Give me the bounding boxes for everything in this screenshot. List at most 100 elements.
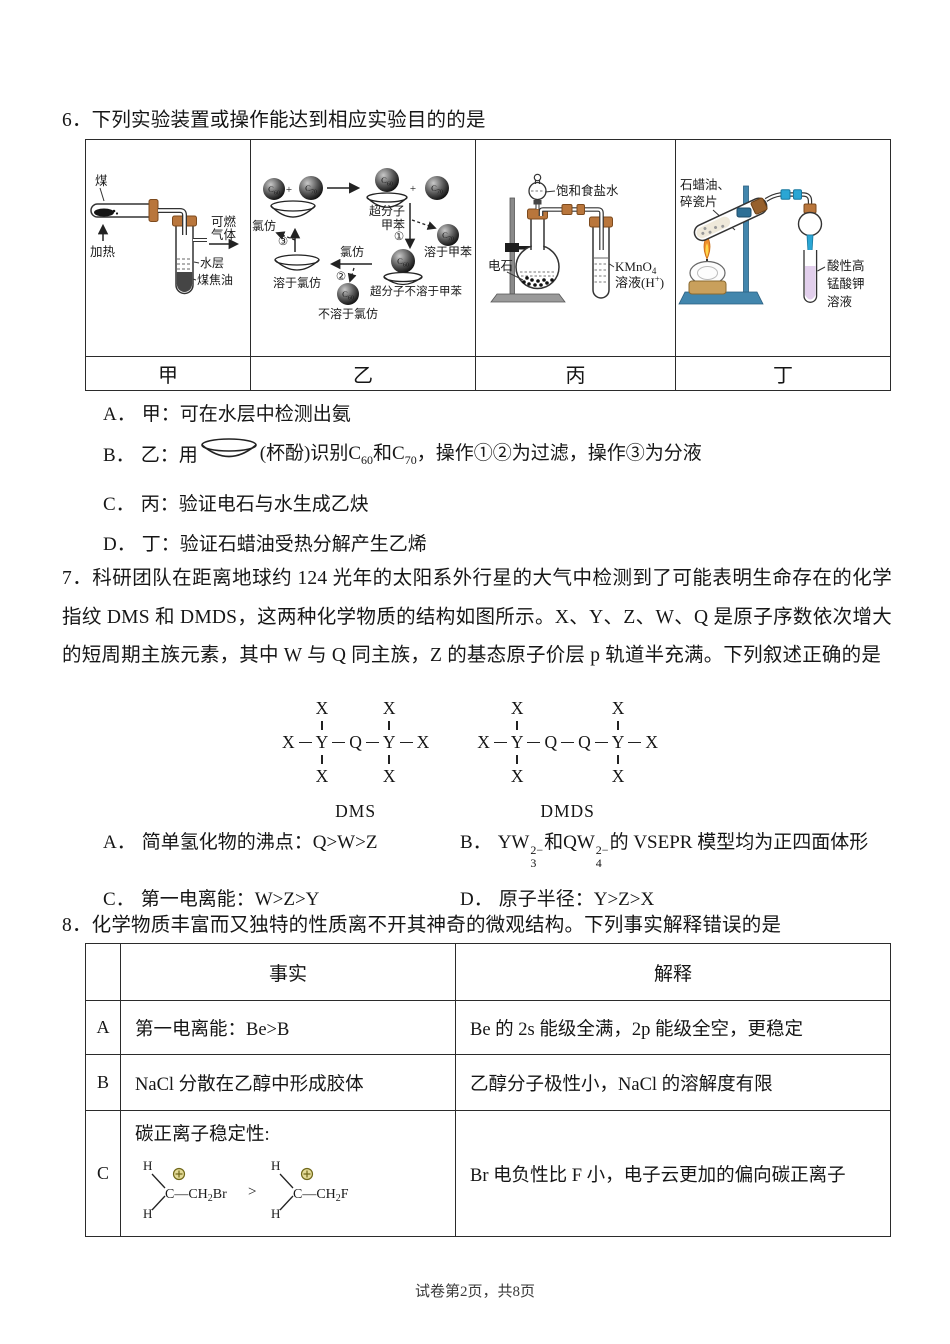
q8-header-row: 事实 解释: [85, 943, 891, 1001]
c60-insoluble-sphere: C60: [337, 283, 359, 305]
explain-cell: Br 电负性比 F 小，电子云更加的偏向碳正离子: [455, 1110, 891, 1237]
evaporating-dish-icon: [200, 438, 257, 458]
svg-text:C60: C60: [381, 175, 393, 188]
carbocation-comparison: H H C—CH2Br > H H: [143, 1158, 349, 1221]
q6-option-a: A． 甲：可在水层中检测出氨: [103, 404, 351, 425]
question-8-stem: 8．化学物质丰富而又独特的性质离不开其神奇的微观结构。下列事实解释错误的是: [62, 915, 782, 936]
svg-text:C70: C70: [431, 183, 443, 196]
svg-text:C60: C60: [268, 184, 280, 197]
gas-label-2: 气体: [211, 227, 237, 242]
supramolecule-label: 超分子: [369, 203, 405, 218]
round-bottom-flask: [514, 218, 560, 290]
c60-sphere: C60: [263, 178, 285, 200]
stopper: [148, 199, 158, 222]
toluene-label: 甲苯: [381, 218, 405, 232]
svg-text:C60: C60: [397, 256, 409, 269]
alcohol-lamp: [688, 235, 726, 295]
greater-than: >: [248, 1184, 256, 1200]
carbocation-f: H H C—CH2F: [271, 1158, 349, 1221]
chloroform-label-2: 氯仿: [252, 219, 276, 233]
dms-label: DMS: [335, 801, 377, 821]
q7-option-c: C．第一电离能：W>Z>Y: [103, 889, 320, 911]
kmno4-label: KMnO4: [615, 259, 657, 276]
question-6-stem: 6．下列实验装置或操作能达到相应实验目的的是: [62, 110, 486, 131]
fact-cell: 第一电离能：Be>B: [120, 1000, 456, 1055]
brine-label: 饱和食盐水: [556, 183, 619, 198]
c60-insoluble-on-dish: C60: [383, 249, 423, 286]
dropping-funnel: [527, 173, 547, 209]
stopper: [750, 197, 768, 215]
c60-sphere-on-dish: C60: [366, 168, 408, 208]
row-key: C: [85, 1110, 121, 1237]
plus-sign: +: [286, 184, 292, 196]
explain-cell: 乙醇分子极性小，NaCl 的溶解度有限: [455, 1054, 891, 1111]
gas-label-1: 可燃: [211, 214, 237, 229]
dashed-arrow-1: [411, 219, 437, 230]
apparatus-label-row: 甲 乙 丙 丁: [85, 356, 891, 391]
row-key: B: [85, 1054, 121, 1111]
apparatus-yi-cell: C60 + C70 C60 + C70 超分子: [250, 139, 476, 357]
tube-connector: [792, 189, 802, 200]
bulb: [797, 211, 822, 237]
iron-stand-blue: [677, 185, 764, 305]
q8-row-a: A 第一电离能：Be>B Be 的 2s 能级全满，2p 能级全空，更稳定: [85, 1000, 891, 1055]
svg-text:H: H: [143, 1206, 152, 1221]
svg-text:C—CH2F: C—CH2F: [293, 1187, 349, 1204]
coal-label: 煤: [95, 174, 108, 188]
q6-option-c: C． 丙：验证电石与水生成乙炔: [103, 494, 369, 515]
collecting-test-tube: [802, 250, 817, 303]
apparatus-jia-diagram: 煤 加热: [90, 174, 239, 295]
q7-option-d: D．原子半径：Y>Z>X: [460, 889, 655, 911]
insoluble-chloroform-label: 不溶于氯仿: [318, 306, 378, 321]
q8-row-b: B NaCl 分散在乙醇中形成胶体 乙醇分子极性小，NaCl 的溶解度有限: [85, 1054, 891, 1111]
apparatus-ding-cell: 石蜡油、 碎瓷片: [675, 139, 891, 357]
apparatus-table: 煤 加热: [85, 139, 891, 391]
delivery-tube: [538, 204, 604, 250]
apparatus-ding-label: 丁: [675, 356, 891, 391]
fact-explain-table: 事实 解释 A 第一电离能：Be>B Be 的 2s 能级全满，2p 能级全空，…: [85, 943, 891, 1237]
svg-text:H: H: [271, 1206, 280, 1221]
evaporating-dish-2: [274, 254, 320, 271]
paraffin-label-1: 石蜡油、: [680, 178, 730, 192]
q6-option-d: D． 丁：验证石蜡油受热分解产生乙烯: [103, 534, 427, 555]
kmno4-acid-label-1: 酸性高: [827, 258, 865, 273]
plus-charge-icon: [172, 1167, 186, 1181]
evaporating-dish: [270, 200, 316, 218]
fact-header: 事实: [120, 943, 456, 1001]
c70-sphere: C70: [425, 176, 449, 200]
iron-stand: [489, 197, 566, 303]
rubber-connector: [561, 204, 572, 215]
fact-cell: NaCl 分散在乙醇中形成胶体: [120, 1054, 456, 1111]
tube-tip: [806, 234, 813, 253]
apparatus-ding-diagram: 石蜡油、 碎瓷片: [677, 178, 865, 309]
apparatus-bing-cell: 饱和食盐水: [475, 139, 676, 357]
q7-option-a: A．简单氢化物的沸点：Q>W>Z: [103, 832, 378, 853]
lamp-base: [688, 280, 726, 295]
page-footer: 试卷第2页，共8页: [414, 1284, 535, 1300]
rubber-connector: [576, 204, 585, 215]
step-3-label: ③: [278, 236, 288, 248]
apparatus-jia-cell: 煤 加热: [85, 139, 251, 357]
apparatus-yi-diagram: C60 + C70 C60 + C70 超分子: [252, 168, 472, 321]
kmno4-solution-label: 溶液(H+): [615, 274, 664, 290]
question-7-stem: 7．科研团队在距离地球约 124 光年的太阳系外行星的大气中检测到了可能表明生命…: [62, 568, 892, 666]
soluble-chloroform-label: 溶于氯仿: [273, 275, 321, 290]
tube-connector: [780, 189, 790, 200]
clamp: [736, 207, 751, 218]
soluble-toluene-label: 溶于甲苯: [424, 244, 472, 259]
explain-cell: Be 的 2s 能级全满，2p 能级全空，更稳定: [455, 1000, 891, 1055]
c70-dissolved-sphere: C70: [437, 224, 459, 246]
dmds-label: DMDS: [540, 801, 595, 821]
clamp: [504, 243, 519, 252]
svg-text:C60: C60: [342, 289, 354, 302]
carbocation-br: H H C—CH2Br: [143, 1158, 227, 1221]
carbocation-title: 碳正离子稳定性:: [135, 1125, 270, 1145]
step-2-label: ②: [336, 271, 346, 283]
svg-text:C70: C70: [442, 230, 454, 243]
q6-option-b: B． 乙：用 (杯酚)识别C60和C70，操作①②为过滤，操作③为分液: [103, 438, 702, 468]
